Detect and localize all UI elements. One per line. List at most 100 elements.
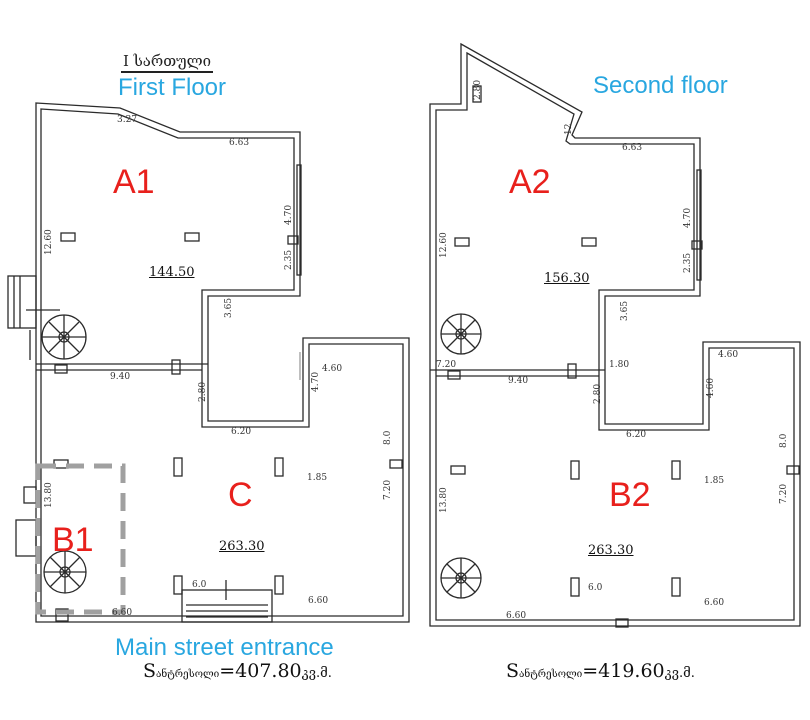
total-value: =419.60 xyxy=(582,660,665,682)
a1-column xyxy=(184,232,200,242)
dimension-label: 2.35 xyxy=(284,249,294,270)
second-floor-total-area: Sანტრესოლი=419.60კვ.მ. xyxy=(506,660,695,682)
b2-spiral-stair xyxy=(440,557,482,599)
dimension-label: 4.60 xyxy=(718,350,739,360)
a2-outer-wall xyxy=(429,42,801,627)
dimension-label: 7.20 xyxy=(383,479,393,500)
b2-column xyxy=(570,460,580,480)
dimension-label: 13.80 xyxy=(44,482,54,508)
area-c: 263.30 xyxy=(219,539,265,554)
total-subscript: ანტრესოლი xyxy=(156,669,220,680)
a2-column xyxy=(454,237,470,247)
c-column xyxy=(389,459,403,469)
dimension-label: 6.0 xyxy=(192,580,207,590)
c-column xyxy=(173,575,183,595)
a1-inner-wall xyxy=(40,108,404,617)
dimension-label: 6.63 xyxy=(622,143,643,153)
a2-right-window-strip xyxy=(696,169,702,281)
b1-spiral-stair xyxy=(43,550,87,594)
c-column xyxy=(173,457,183,477)
dimension-label: 3.27 xyxy=(117,115,138,125)
dimension-label: 12.60 xyxy=(44,229,54,255)
dimension-label: 6.60 xyxy=(308,596,329,606)
dimension-label: 6.60 xyxy=(112,608,133,618)
total-unit: კვ.მ. xyxy=(664,666,695,681)
total-subscript: ანტრესოლი xyxy=(519,669,583,680)
total-unit: კვ.მ. xyxy=(301,666,332,681)
zone-label-c: C xyxy=(228,476,253,514)
zone-label-b1: B1 xyxy=(52,521,94,559)
dimension-label: 4.60 xyxy=(322,364,343,374)
c-column xyxy=(274,575,284,595)
a2-column xyxy=(581,237,597,247)
a2-spiral-stair xyxy=(440,313,482,355)
dimension-label: 3.65 xyxy=(620,300,630,321)
first-floor-title: First Floor xyxy=(118,74,226,101)
total-prefix: S xyxy=(143,660,157,682)
dimension-label: 2.80 xyxy=(593,383,603,404)
c-column xyxy=(274,457,284,477)
area-a1: 144.50 xyxy=(149,265,195,280)
dimension-label: 4.70 xyxy=(284,204,294,225)
dimension-label: 1.80 xyxy=(609,360,630,370)
dimension-label: 6.63 xyxy=(229,138,250,148)
dimension-label: 9.40 xyxy=(110,372,131,382)
a2-inner-wall xyxy=(435,51,795,621)
dimension-label: 1.85 xyxy=(704,476,725,486)
dimension-label: 7.20 xyxy=(436,360,457,370)
dimension-label: 1.85 xyxy=(307,473,328,483)
a1-right-window-strip xyxy=(296,164,302,276)
dimension-label: 8.0 xyxy=(779,433,789,448)
b2-column xyxy=(570,577,580,597)
c-column xyxy=(53,459,69,469)
area-a2: 156.30 xyxy=(544,271,590,286)
dimension-label: 6.20 xyxy=(231,427,252,437)
b2-column xyxy=(450,465,466,475)
first-floor-plan xyxy=(7,102,410,623)
dimension-label: 2.35 xyxy=(683,252,693,273)
b1-dashed-zone xyxy=(35,463,126,615)
dimension-label: 6.60 xyxy=(704,598,725,608)
b2-column xyxy=(671,577,681,597)
dimension-label: 13.80 xyxy=(439,487,449,513)
zone-label-b2: B2 xyxy=(609,476,651,514)
dimension-label: 3.65 xyxy=(224,297,234,318)
b1-side-door xyxy=(15,519,37,557)
a1-c-door xyxy=(171,359,181,375)
total-prefix: S xyxy=(506,660,520,682)
second-floor-plan xyxy=(429,42,801,628)
b2-column xyxy=(786,465,800,475)
a1-window xyxy=(287,235,299,245)
c-bottom-door xyxy=(55,608,69,622)
area-b2: 263.30 xyxy=(588,543,634,558)
zone-label-a2: A2 xyxy=(509,163,551,201)
a1-c-door xyxy=(54,364,68,374)
dimension-label: 6.0 xyxy=(588,583,603,593)
dimension-label: 9.40 xyxy=(508,376,529,386)
dimension-label: 4.60 xyxy=(706,377,716,398)
dimension-label: 8.0 xyxy=(383,430,393,445)
a2-b2-door xyxy=(567,363,577,379)
first-floor-georgian-title: I სართული xyxy=(121,52,214,73)
dimension-label: 6.20 xyxy=(626,430,647,440)
second-floor-title: Second floor xyxy=(593,72,728,99)
total-value: =407.80 xyxy=(219,660,302,682)
a1-spiral-stair xyxy=(41,314,87,360)
dimension-label: 2.80 xyxy=(473,79,483,100)
dimension-label: 7.20 xyxy=(779,483,789,504)
dimension-label: 4.70 xyxy=(311,371,321,392)
main-street-entrance-steps xyxy=(181,580,273,623)
a2-b2-door xyxy=(447,370,461,380)
dimension-label: 12 xyxy=(564,123,574,135)
zone-label-a1: A1 xyxy=(113,163,155,201)
first-floor-total-area: Sანტრესოლი=407.80კვ.მ. xyxy=(143,660,332,682)
main-street-entrance-label: Main street entrance xyxy=(115,634,334,661)
b1-side-door xyxy=(23,486,37,504)
dimension-label: 6.60 xyxy=(506,611,527,621)
b2-column xyxy=(671,460,681,480)
a1-column xyxy=(60,232,76,242)
dimension-label: 4.70 xyxy=(683,207,693,228)
dimension-label: 2.80 xyxy=(198,381,208,402)
